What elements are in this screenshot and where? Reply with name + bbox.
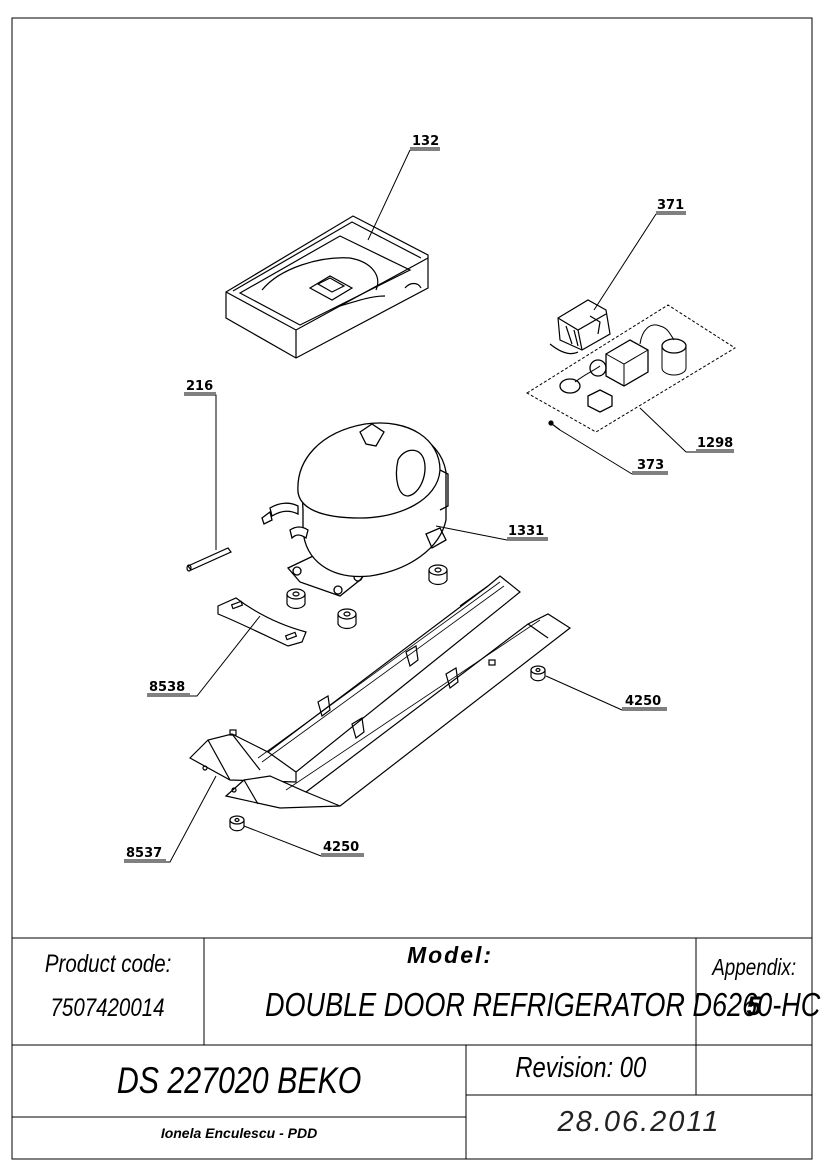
callout-216: 216	[186, 379, 213, 394]
drawing-frame	[11, 17, 813, 1160]
product-code-value-text: 7507420014	[50, 994, 166, 1022]
tray-drawing	[225, 215, 429, 359]
model-value-text: DOUBLE DOOR REFRIGERATOR D6260-HC	[264, 986, 821, 1023]
model-label: Model:	[406, 942, 494, 968]
leader-lines	[124, 149, 734, 863]
tube-drawing	[186, 547, 232, 572]
revision: Revision: 00	[466, 1052, 696, 1085]
appendix-label: Appendix:	[696, 954, 812, 981]
appendix-label-text: Appendix:	[712, 954, 796, 980]
date: 28.06.2011	[557, 1106, 721, 1138]
bracket-drawing	[217, 597, 307, 647]
relay-kit-drawing	[526, 304, 736, 433]
callout-373: 373	[637, 458, 664, 473]
callout-1331: 1331	[508, 524, 544, 539]
compressor-drawing	[261, 422, 449, 597]
model-value: DOUBLE DOOR REFRIGERATOR D6260-HC	[204, 986, 820, 1024]
ds-number: DS 227020 BEKO	[12, 1060, 466, 1102]
callout-8538: 8538	[149, 680, 185, 695]
relay-cover-drawing	[549, 299, 611, 355]
appendix-value: 5	[746, 991, 762, 1021]
author: Ionela Enculescu - PDD	[160, 1125, 318, 1141]
callout-1298: 1298	[697, 436, 733, 451]
callout-371: 371	[657, 198, 684, 213]
product-code-value: 7507420014	[12, 994, 204, 1023]
grommets-drawing	[229, 564, 546, 832]
ds-number-text: DS 227020 BEKO	[116, 1060, 362, 1101]
callout-132: 132	[412, 134, 439, 149]
callout-4250-right: 4250	[625, 694, 661, 709]
title-block-grid	[12, 937, 812, 1159]
callout-4250-bottom: 4250	[323, 840, 359, 855]
screw-drawing	[548, 420, 561, 431]
product-code-label: Product code:	[12, 950, 204, 979]
base-rail-drawing	[189, 575, 572, 809]
revision-text: Revision: 00	[515, 1052, 647, 1084]
product-code-label-text: Product code:	[44, 950, 172, 978]
callout-8537: 8537	[126, 846, 162, 861]
callout-labels: 132 371 1298 373 216 1331 8538 4250 8537…	[124, 134, 734, 861]
